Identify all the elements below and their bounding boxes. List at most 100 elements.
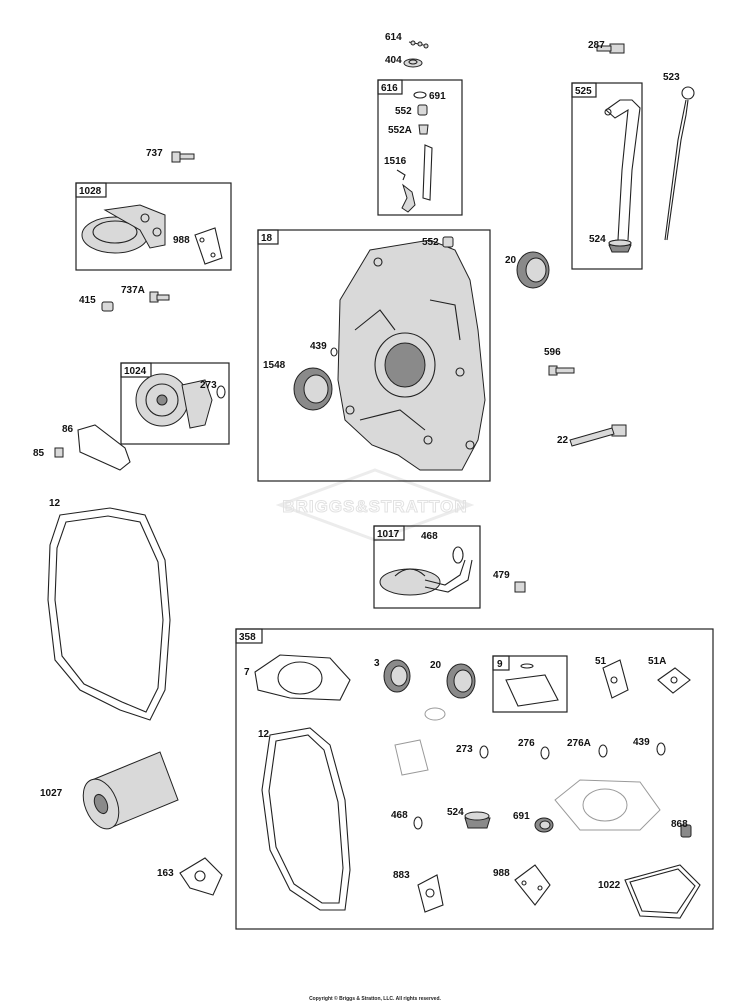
label-524-b: 524 (447, 807, 464, 818)
label-691-b: 691 (513, 811, 530, 822)
label-12-a: 12 (49, 498, 61, 509)
label-85: 85 (33, 448, 45, 459)
part-524-plug-b[interactable] (464, 811, 491, 829)
label-20-b: 20 (430, 660, 442, 671)
kit-label-9: 9 (497, 659, 503, 670)
part-12-gasket-a[interactable] (47, 507, 171, 721)
part-614-pin[interactable] (408, 40, 429, 49)
part-12-gasket-b[interactable] (261, 727, 351, 911)
kit-box-18[interactable]: 18 (257, 229, 491, 482)
label-1516: 1516 (384, 156, 407, 167)
label-3: 3 (374, 658, 380, 669)
label-596: 596 (544, 347, 561, 358)
part-273-oring-a[interactable] (216, 385, 226, 399)
kit-box-1017[interactable]: 1017 (373, 525, 481, 609)
part-479-screw[interactable] (514, 581, 526, 593)
kit-box-1028[interactable]: 1028 (75, 182, 232, 271)
part-1024-oil-pump[interactable] (135, 373, 213, 429)
label-273-a: 273 (200, 380, 217, 391)
part-276-washer[interactable] (540, 746, 550, 760)
kit-box-525[interactable]: 525 (571, 82, 643, 270)
label-287: 287 (588, 40, 605, 51)
part-988-gasket-b[interactable] (514, 864, 551, 906)
part-1516-shaft[interactable] (396, 144, 433, 213)
part-883-gasket[interactable] (417, 874, 444, 913)
label-691-a: 691 (429, 91, 446, 102)
part-51-gasket[interactable] (602, 659, 629, 699)
label-22: 22 (557, 435, 569, 446)
part-523-dipstick[interactable] (664, 86, 695, 241)
part-1017-breather[interactable] (379, 559, 473, 596)
label-988-b: 988 (493, 868, 510, 879)
kit-label-525: 525 (575, 86, 592, 97)
label-86: 86 (62, 424, 74, 435)
part-468-oring-b[interactable] (413, 816, 423, 830)
part-552-bushing-b[interactable] (442, 236, 454, 248)
label-404: 404 (385, 55, 402, 66)
kit-box-1024[interactable]: 1024 (120, 362, 230, 445)
label-868: 868 (671, 819, 688, 830)
part-163-gasket[interactable] (179, 857, 223, 896)
part-1027-oil-filter[interactable] (76, 751, 179, 834)
part-988-gasket-a[interactable] (194, 227, 223, 265)
part-287-bolt[interactable] (596, 43, 625, 54)
part-439-washer-b[interactable] (656, 742, 666, 756)
part-9-kit-gasket[interactable] (505, 663, 559, 707)
part-22-bolt[interactable] (569, 424, 627, 447)
part-552-bushing-a[interactable] (417, 104, 428, 116)
part-439-washer-a[interactable] (330, 347, 338, 357)
part-552A-bushing[interactable] (418, 124, 429, 135)
part-7-gasket[interactable] (254, 654, 351, 701)
label-552A: 552A (388, 125, 412, 136)
label-524-a: 524 (589, 234, 606, 245)
part-3-seal[interactable] (383, 659, 411, 693)
part-20-seal-a[interactable] (516, 251, 550, 289)
label-1548: 1548 (263, 360, 286, 371)
part-868-cap[interactable] (680, 824, 692, 838)
part-525-tube[interactable] (604, 99, 641, 253)
label-439-a: 439 (310, 341, 327, 352)
kit-box-358[interactable]: 358 (235, 628, 714, 930)
part-1548-seal[interactable] (293, 367, 333, 411)
part-276A-washer[interactable] (598, 744, 608, 758)
part-691-washer[interactable] (413, 91, 427, 99)
part-1028-governor-assembly[interactable] (81, 204, 166, 254)
part-faint-gasket-a (424, 707, 446, 721)
label-273-b: 273 (456, 744, 473, 755)
part-51A-gasket[interactable] (657, 667, 691, 694)
part-737-bolt[interactable] (171, 151, 195, 163)
part-86-screen[interactable] (77, 424, 131, 471)
label-12-b: 12 (258, 729, 270, 740)
kit-label-616: 616 (381, 83, 398, 94)
part-737A-bolt[interactable] (149, 291, 170, 303)
label-20-a: 20 (505, 255, 517, 266)
part-273-oring-b[interactable] (479, 745, 489, 759)
kit-label-1028: 1028 (79, 186, 102, 197)
label-439-b: 439 (633, 737, 650, 748)
part-1022-gasket[interactable] (624, 864, 701, 919)
part-85-screw[interactable] (54, 447, 64, 458)
kit-box-616[interactable]: 616 (377, 79, 463, 216)
callout-labels: 614 404 287 523 691 552 552A 1516 737 98… (33, 32, 688, 891)
label-614: 614 (385, 32, 402, 43)
kit-label-358: 358 (239, 632, 256, 643)
label-415: 415 (79, 295, 96, 306)
part-404-washer[interactable] (403, 58, 423, 68)
label-276: 276 (518, 738, 535, 749)
label-468-a: 468 (421, 531, 438, 542)
label-7: 7 (244, 667, 250, 678)
part-524-plug-a[interactable] (608, 239, 632, 247)
part-20-seal-b[interactable] (446, 663, 476, 699)
part-468-oring-a[interactable] (452, 546, 464, 564)
label-1027: 1027 (40, 788, 63, 799)
part-18-crankcase-cover[interactable] (337, 239, 486, 471)
label-51A: 51A (648, 656, 666, 667)
kit-label-18: 18 (261, 233, 273, 244)
part-691-seal[interactable] (534, 817, 554, 833)
watermark-text: BRIGGS&STRATTON (282, 497, 467, 516)
part-415-plug[interactable] (101, 301, 114, 312)
kit-box-9[interactable]: 9 (492, 655, 568, 713)
label-552-a: 552 (395, 106, 412, 117)
label-883: 883 (393, 870, 410, 881)
part-596-bolt[interactable] (548, 365, 575, 376)
